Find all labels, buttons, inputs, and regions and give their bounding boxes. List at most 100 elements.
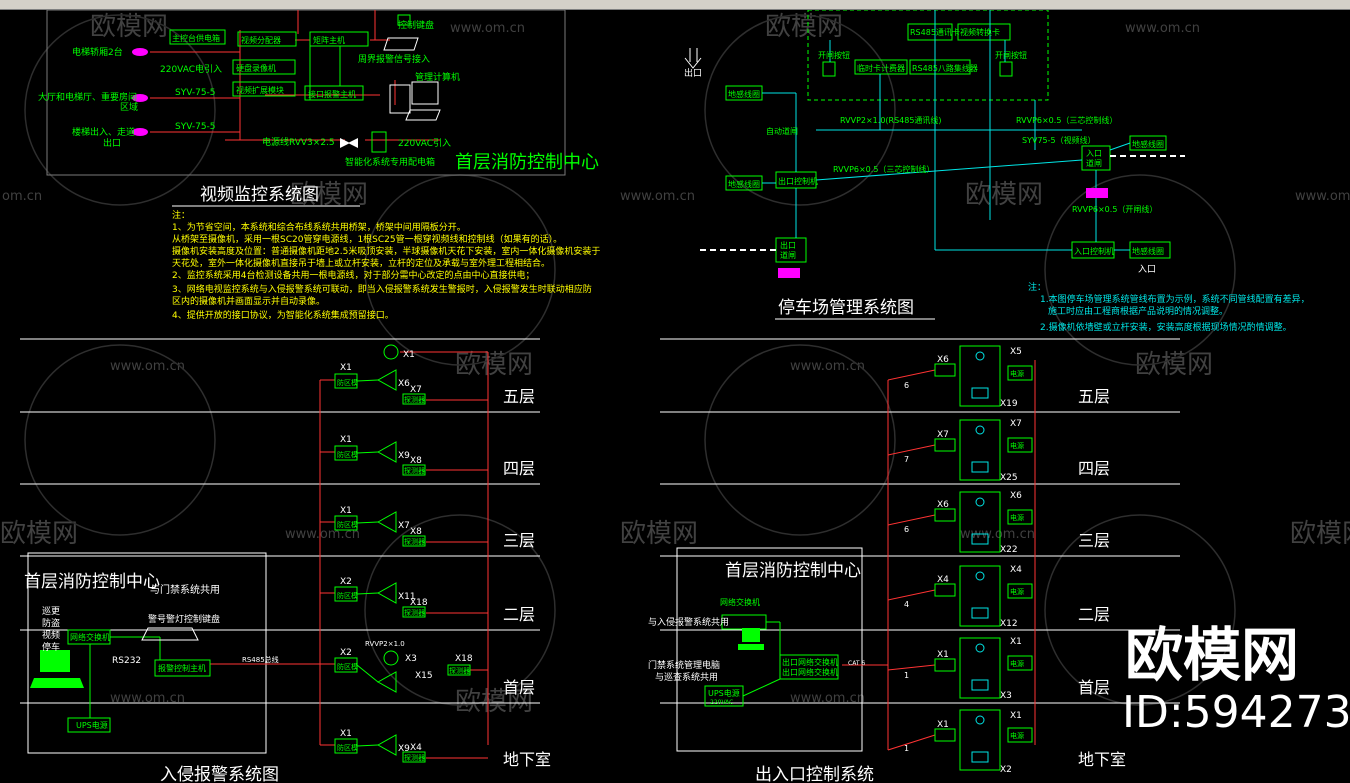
label-box-ext: 视频扩展模块 (236, 85, 284, 95)
label-control-kb: 控制键盘 (398, 19, 434, 31)
diagram-label: 天花处，室外一体化摄像机直接吊于墙上或立杆安装，立杆的定位及承载与室外理工程相结… (172, 257, 550, 269)
video-title: 视频监控系统图 (200, 185, 319, 205)
diagram-label: 视频转换卡 (960, 27, 1000, 37)
diagram-label: 注： (172, 209, 190, 221)
btn-open2 (999, 61, 1013, 77)
diagram-label: 出口控制机 (778, 176, 818, 186)
access-ctrl-box (934, 438, 956, 452)
diagram-label: X18 (455, 654, 473, 664)
diagram-label: RVVP6×0.5（三芯控制线） (1016, 115, 1117, 125)
power-box (1007, 365, 1033, 381)
diagram-label: X9 (398, 744, 410, 754)
door-unit (959, 419, 1001, 481)
watermark-site: www.om.cn (960, 527, 1035, 542)
detector-icon (376, 671, 397, 693)
diagram-label: 1 (904, 671, 909, 680)
label-box-main: 主控台供电箱 (172, 33, 220, 43)
watermark-brand: 欧模网 (0, 519, 78, 549)
diagram-label: 门禁系统管理电脑 (648, 659, 720, 671)
access-control-diagram: 五层 四层 三层 二层 首层 地下室 6 7 6 4 1 1 X5 X7 X6 … (648, 338, 1180, 783)
access-floor-3: 三层 (1078, 531, 1110, 550)
camera-icon (132, 94, 148, 102)
video-center-title: 首层消防控制中心 (455, 152, 599, 173)
parking-control-frame (807, 10, 1049, 101)
watermark-site: www.om.cn (790, 691, 865, 706)
diagram-label: 地感线圈 (1132, 139, 1164, 149)
diagram-label: SYV75-5（视频线） (1022, 135, 1096, 145)
label-power-in: 220VAC电引入 (160, 63, 222, 75)
intrusion-center-frame (27, 552, 267, 754)
box-video-distributor (237, 31, 297, 47)
door-unit (959, 637, 1001, 699)
diagram-label: 防区模 (337, 591, 358, 600)
access-ctrl-box (934, 658, 956, 672)
diagram-label: 地感线圈 (1132, 246, 1164, 256)
diagram-label: X8 (410, 527, 422, 537)
watermark-site: om.cn (2, 189, 42, 204)
diagram-label: 施工时应由工程商根据产品说明的情况调整。 (1048, 305, 1228, 317)
parking-exit-label: 出口 (684, 67, 702, 79)
computer-icon (30, 650, 84, 688)
diagram-label: 220VAC (710, 699, 733, 706)
diagram-label: X1 (340, 435, 352, 445)
diagram-label: 停车 (42, 641, 60, 653)
intrusion-floor-4: 四层 (503, 459, 535, 478)
diagram-label: 网络交换机 (720, 597, 760, 607)
diagram-label: X1 (937, 650, 949, 660)
watermark: 欧模网 www.om.cn 欧模网 www.om.cn om.cn 欧模网 ww… (0, 12, 1350, 717)
diagram-label: 防区模 (337, 378, 358, 387)
cad-drawing: 欧模网 www.om.cn 欧模网 www.om.cn om.cn 欧模网 ww… (0, 10, 1350, 783)
label-box-matrix: 矩阵主机 (313, 35, 345, 45)
watermark-brand: 欧模网 (455, 687, 533, 717)
diagram-label: X15 (415, 671, 433, 681)
diagram-label: X1 (340, 729, 352, 739)
access-ctrl-box (934, 728, 956, 742)
diagram-label: 6 (904, 381, 909, 390)
diagram-label: 电源 (1010, 659, 1024, 668)
diagram-label: 防区模 (337, 520, 358, 529)
watermark-site: www.om.cn (790, 359, 865, 374)
diagram-label: RVVP6×0.5（三芯控制线） (833, 164, 934, 174)
power-box (1007, 727, 1033, 743)
diagram-label: 从桥架至摄像机，采用一根SC20管穿电源线，1根SC25管一根穿视频线和控制线（… (172, 233, 562, 245)
intrusion-shared: 与门禁系统共用 (150, 583, 220, 596)
box-temp-card (854, 59, 908, 75)
diagram-label: 2、监控系统采用4台检测设备共用一根电源线，对于部分需中心改定的点由中心直接供电… (172, 269, 534, 281)
diagram-label: 临时卡计费器 (857, 63, 905, 73)
door-unit (959, 491, 1001, 553)
label-smart-box: 智能化系统专用配电箱 (345, 156, 435, 168)
diagram-label: X12 (1000, 619, 1018, 629)
diagram-label: 电源 (1010, 731, 1024, 740)
intrusion-floor-3: 三层 (503, 531, 535, 550)
diagram-label: 防盗 (42, 617, 60, 629)
access-title: 出入口控制系统 (755, 765, 874, 783)
diagram-label: X4 (1010, 565, 1022, 575)
diagram-label: X9 (398, 451, 410, 461)
watermark-brand: 欧模网 (1290, 519, 1350, 549)
cad-drawing-canvas[interactable]: 欧模网 www.om.cn 欧模网 www.om.cn om.cn 欧模网 ww… (0, 10, 1350, 783)
door-unit (959, 345, 1001, 407)
diagram-label: X2 (1000, 765, 1012, 775)
diagram-label: X3 (405, 654, 417, 664)
diagram-label: 出口网络交换机 (782, 667, 838, 677)
btn-open1 (822, 61, 836, 77)
power-box (1007, 655, 1033, 671)
diagram-label: 自动道闸 (766, 126, 798, 136)
detector-icon (376, 441, 397, 463)
diagram-label: X8 (410, 456, 422, 466)
diagram-label: CAT 6 (848, 660, 865, 667)
diagram-label: 探测器 (404, 395, 425, 404)
diagram-label: 注： (1028, 281, 1046, 293)
diagram-label: X6 (937, 355, 949, 365)
access-ctrl-box (934, 583, 956, 597)
diagram-label: X18 (410, 598, 428, 608)
diagram-label: X2 (340, 577, 352, 587)
diagram-label: 6 (904, 525, 909, 534)
label-lobby: 大厅和电梯厅、重要房间 (38, 91, 137, 103)
diagram-label: 入口控制机 (1074, 246, 1114, 256)
computer-icon (738, 628, 764, 650)
access-center-title: 首层消防控制中心 (725, 561, 861, 581)
label-cable2: SYV-75-5 (175, 122, 216, 132)
switch-icon (340, 138, 358, 148)
intrusion-floor-2: 二层 (503, 605, 535, 624)
